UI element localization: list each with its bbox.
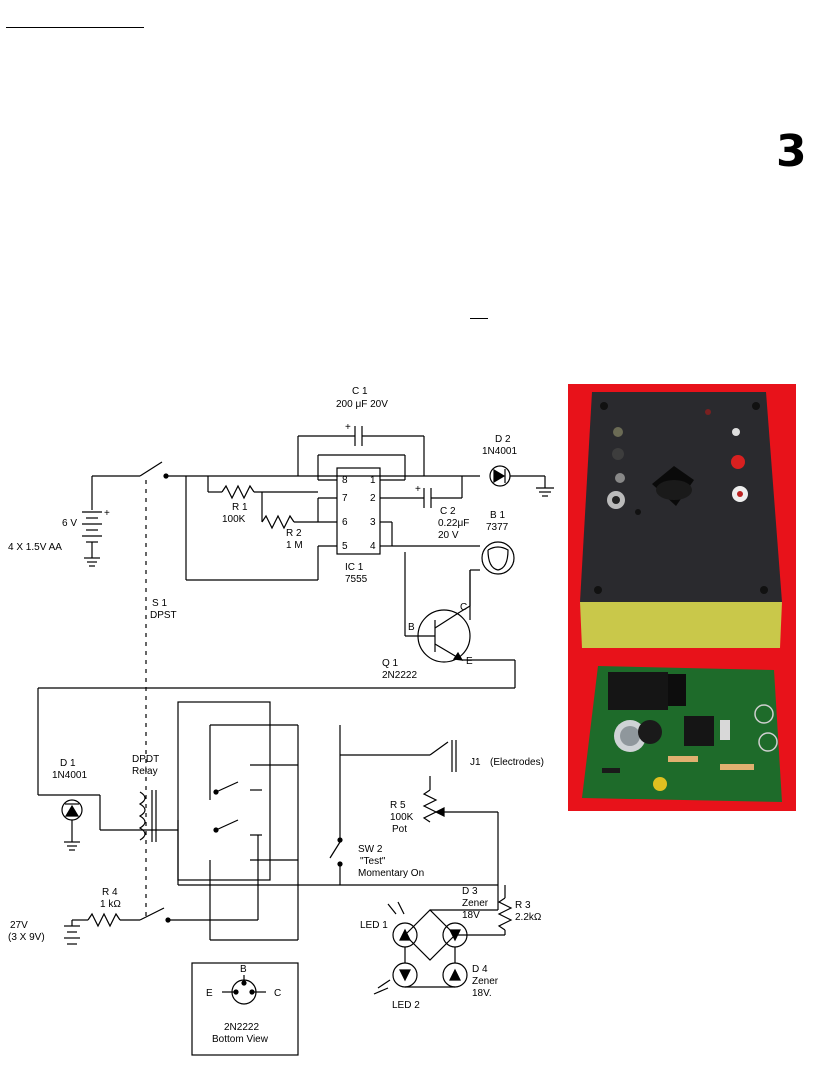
tbv-subtitle: Bottom View (212, 1034, 269, 1045)
battery-6v: + (82, 508, 110, 567)
c1-ref: C 1 (352, 386, 368, 397)
c1-capacitor: + (297, 422, 425, 476)
d3-ref: D 3 (462, 886, 478, 897)
d3-value: 18V (462, 910, 480, 921)
battery-desc: 4 X 1.5V AA (8, 542, 62, 553)
led2-ref: LED 2 (392, 1000, 420, 1011)
product-photo (580, 392, 782, 802)
d1-value: 1N4001 (52, 770, 87, 781)
top-rule (6, 27, 144, 28)
sw2-switch (329, 837, 343, 885)
battery2-voltage: 27V (10, 920, 28, 931)
relay-label-2: Relay (132, 766, 158, 777)
enclosure-photo (580, 392, 782, 648)
small-rule (470, 318, 488, 319)
r2-ref: R 2 (286, 528, 302, 539)
r3-value: 2.2kΩ (515, 912, 542, 923)
r1-resistor (207, 476, 318, 500)
r3-resistor (455, 885, 513, 936)
sw2-desc2: Momentary On (358, 868, 424, 879)
d2-diode (489, 465, 554, 497)
d2-ref: D 2 (495, 434, 511, 445)
q1-collector-label: C (460, 602, 467, 613)
r5-value: 100K (390, 812, 414, 823)
tbv-emitter-label: E (206, 988, 213, 999)
ic1-value: 7555 (345, 574, 368, 585)
battery-27v (64, 920, 80, 945)
d4-ref: D 4 (472, 964, 488, 975)
r4-ref: R 4 (102, 887, 118, 898)
c2-capacitor: + (405, 476, 463, 508)
ic1-ref: IC 1 (345, 562, 364, 573)
r1-ref: R 1 (232, 502, 248, 513)
q1-value: 2N2222 (382, 670, 417, 681)
s1-switch-top (91, 461, 480, 510)
r2-resistor (261, 492, 318, 530)
r4-resistor (72, 835, 298, 941)
q1-base-label: B (408, 622, 415, 633)
ic1-pin-5: 5 (342, 541, 348, 552)
j1-desc: (Electrodes) (490, 757, 544, 768)
battery-voltage: 6 V (62, 518, 77, 529)
r3-ref: R 3 (515, 900, 531, 911)
j1-electrodes (339, 725, 457, 838)
r1-value: 100K (222, 514, 246, 525)
r4-value: 1 kΩ (100, 899, 121, 910)
b1-buzzer (392, 541, 515, 620)
d4-value: 18V. (472, 988, 492, 999)
q1-ref: Q 1 (382, 658, 399, 669)
ic1-pin-7: 7 (342, 493, 348, 504)
ic1-pin-3: 3 (370, 517, 376, 528)
sw2-desc: "Test" (360, 856, 386, 867)
j1-ref: J1 (470, 757, 481, 768)
sw2-ref: SW 2 (358, 844, 383, 855)
battery2-desc: (3 X 9V) (8, 932, 45, 943)
svg-text:+: + (104, 508, 110, 519)
d4-type: Zener (472, 976, 499, 987)
c2-ref: C 2 (440, 506, 456, 517)
d2-value: 1N4001 (482, 446, 517, 457)
circuit-schematic: C 1 200 μF 20V + D 2 1N4001 6 V 4 X 1.5V… (8, 386, 554, 1056)
page-number: 3 (776, 126, 807, 177)
d1-ref: D 1 (60, 758, 76, 769)
ic1-pin-2: 2 (370, 493, 376, 504)
tbv-title: 2N2222 (224, 1022, 259, 1033)
svg-text:+: + (415, 484, 421, 495)
r5-ref: R 5 (390, 800, 406, 811)
product-photo-panel (568, 384, 796, 811)
r5-desc: Pot (392, 824, 407, 835)
d3-type: Zener (462, 898, 489, 909)
r5-potentiometer (422, 776, 499, 885)
c1-value: 200 μF 20V (336, 399, 388, 410)
q1-emitter-label: E (466, 656, 473, 667)
r2-value: 1 M (286, 540, 303, 551)
ic1-pin-1: 1 (370, 475, 376, 486)
q1-transistor (404, 552, 516, 688)
pcb-photo (582, 666, 782, 802)
b1-ref: B 1 (490, 510, 505, 521)
led-bridge (373, 885, 499, 995)
s1-ref: S 1 (152, 598, 167, 609)
tbv-collector-label: C (274, 988, 281, 999)
d1-diode (38, 794, 178, 851)
svg-text:+: + (345, 422, 351, 433)
relay-label-1: DPDT (132, 754, 159, 765)
tbv-base-label: B (240, 964, 247, 975)
c2-value: 0.22μF (438, 518, 469, 529)
c2-voltage: 20 V (438, 530, 459, 541)
ic1-pin-8: 8 (342, 475, 348, 486)
ic1-chip (317, 454, 406, 558)
ic1-pin-4: 4 (370, 541, 376, 552)
transistor-bottom-view (191, 962, 299, 1056)
dpdt-relay (138, 701, 299, 940)
ic1-pin-6: 6 (342, 517, 348, 528)
b1-value: 7377 (486, 522, 509, 533)
s1-value: DPST (150, 610, 177, 621)
led1-ref: LED 1 (360, 920, 388, 931)
